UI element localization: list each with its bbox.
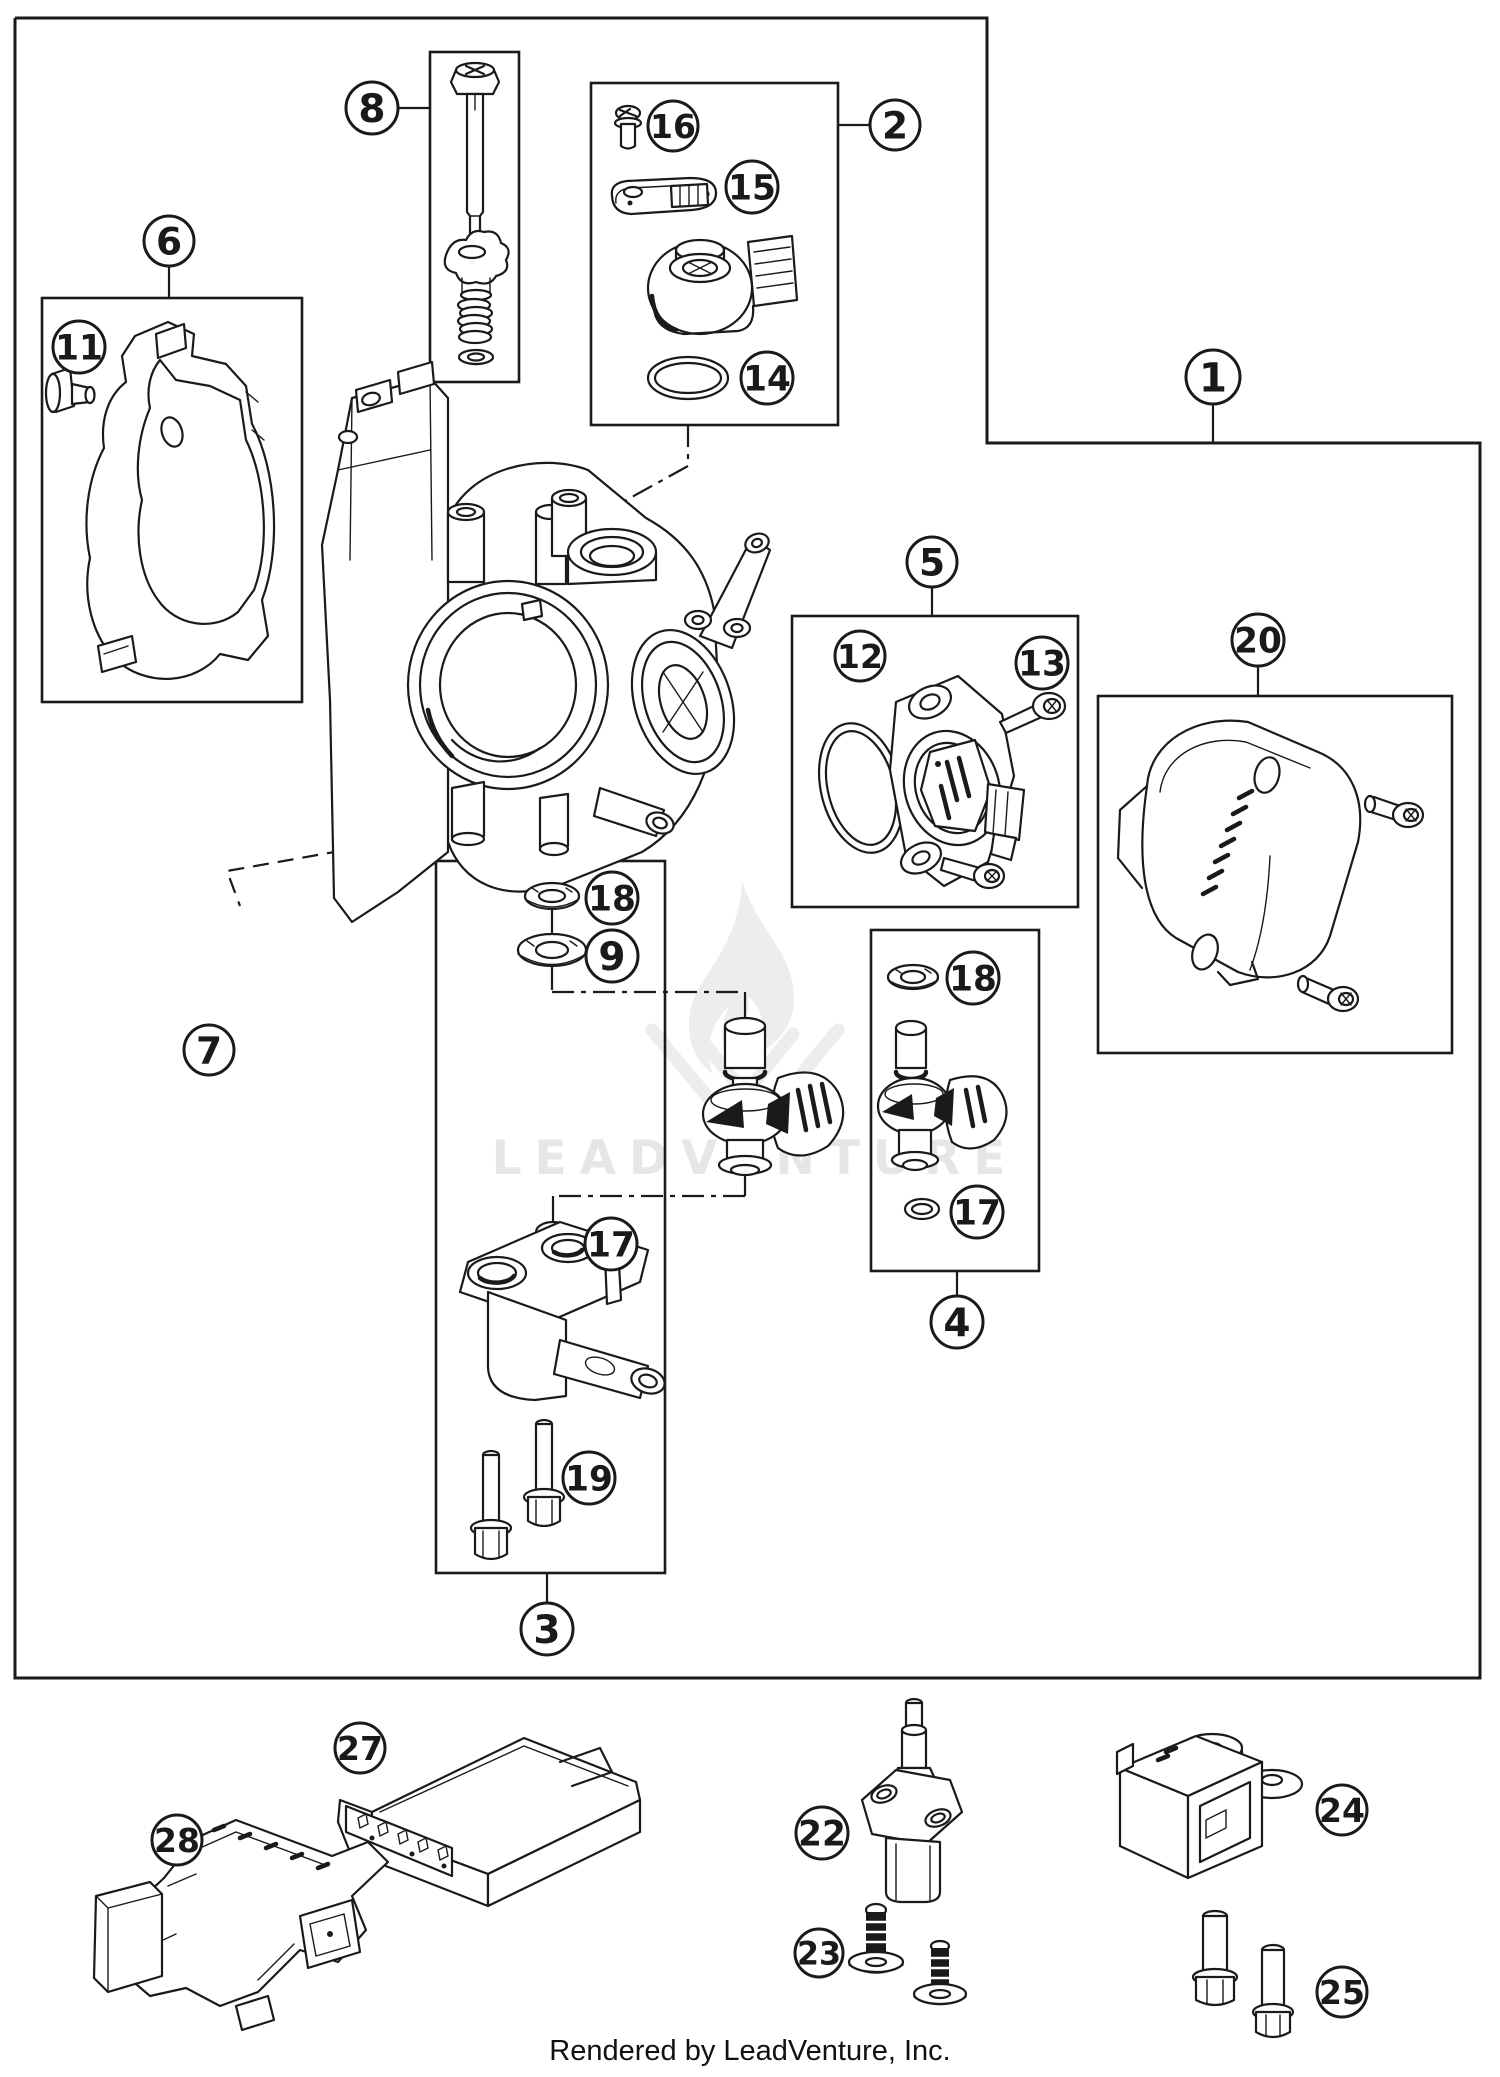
callout-number: 12	[837, 637, 883, 676]
throttle-body-art	[320, 360, 772, 924]
callout-25[interactable]: 25	[1315, 1965, 1369, 2019]
idle-screw-kit-art	[443, 61, 510, 366]
callout-number: 9	[598, 935, 625, 980]
callout-23[interactable]: 23	[793, 1927, 845, 1979]
throttle-sensor-kit-art	[610, 104, 799, 336]
callout-number: 25	[1319, 1973, 1365, 2012]
callout-number: 11	[55, 328, 103, 368]
callout-number: 4	[943, 1301, 970, 1346]
group-box-5	[790, 614, 1080, 909]
callout-9[interactable]: 9	[584, 928, 640, 984]
callout-number: 13	[1018, 644, 1066, 684]
callout-19[interactable]: 19	[561, 1450, 617, 1506]
fuel-injector-art	[701, 1016, 845, 1177]
callout-number: 28	[154, 1821, 200, 1860]
callout-number: 23	[797, 1936, 841, 1972]
callout-number: 27	[337, 1729, 383, 1768]
callout-number: 18	[588, 879, 636, 919]
callout-number: 17	[587, 1225, 635, 1265]
callout-28[interactable]: 28	[150, 1813, 204, 1867]
callout-13[interactable]: 13	[1014, 635, 1070, 691]
diagram-border	[13, 16, 1482, 1680]
outer-border	[13, 16, 1482, 1680]
ecu-art	[336, 1736, 642, 1908]
callout-number: 6	[156, 220, 182, 264]
tps-sensor-kit-art	[817, 674, 1067, 890]
callout-number: 24	[1319, 1791, 1365, 1830]
callout-4[interactable]: 4	[929, 1294, 985, 1350]
callout-number: 20	[1234, 621, 1282, 661]
ecu-bracket-art	[92, 1818, 390, 2032]
callout-number: 7	[196, 1029, 222, 1073]
group-box-4	[869, 928, 1041, 1273]
callout-number: 5	[919, 541, 945, 585]
callout-17[interactable]: 17	[949, 1184, 1005, 1240]
callout-17[interactable]: 17	[583, 1216, 639, 1272]
group-box-8	[428, 50, 521, 384]
callout-7[interactable]: 7	[182, 1023, 236, 1077]
group-box-2	[589, 81, 840, 427]
shaft-sensor-art	[860, 1697, 964, 1904]
callout-12[interactable]: 12	[833, 629, 887, 683]
callout-6[interactable]: 6	[142, 214, 196, 268]
o-ring-14-art	[646, 355, 730, 401]
callout-11[interactable]: 11	[51, 319, 107, 375]
injector-kit-art	[876, 963, 1008, 1221]
group-boxes	[40, 50, 1454, 1575]
callout-22[interactable]: 22	[794, 1805, 850, 1861]
flange-bolts-art	[1191, 1909, 1295, 2039]
callout-1[interactable]: 1	[1184, 348, 1242, 406]
callout-3[interactable]: 3	[519, 1601, 575, 1657]
callout-number: 19	[565, 1459, 613, 1499]
callout-number: 15	[728, 168, 776, 208]
callout-number: 17	[953, 1193, 1001, 1233]
callout-number: 18	[949, 959, 997, 999]
callout-15[interactable]: 15	[724, 159, 780, 215]
cable-bracket-art	[44, 320, 276, 680]
sensor-cover-kit-art	[1116, 719, 1425, 1013]
group-box-6	[40, 296, 304, 704]
callout-18[interactable]: 18	[945, 950, 1001, 1006]
callout-number: 2	[882, 104, 908, 148]
callout-number: 16	[650, 107, 696, 146]
group-box-20	[1096, 694, 1454, 1055]
purge-valve-kit-art	[458, 881, 666, 1561]
callout-5[interactable]: 5	[905, 535, 959, 589]
callout-number: 1	[1199, 354, 1227, 402]
callout-number: 14	[743, 359, 791, 399]
callout-number: 3	[533, 1608, 560, 1653]
callout-24[interactable]: 24	[1315, 1783, 1369, 1837]
callout-2[interactable]: 2	[868, 98, 922, 152]
callout-14[interactable]: 14	[739, 350, 795, 406]
callout-number: 22	[798, 1814, 846, 1854]
callout-27[interactable]: 27	[333, 1721, 387, 1775]
callout-16[interactable]: 16	[646, 99, 700, 153]
callout-20[interactable]: 20	[1230, 612, 1286, 668]
screw-washer-art	[847, 1902, 968, 2006]
footer-credit: Rendered by LeadVenture, Inc.	[549, 2035, 951, 2067]
callout-number: 8	[358, 87, 385, 132]
connector-housing-art	[1115, 1732, 1304, 1880]
callout-8[interactable]: 8	[344, 80, 400, 136]
callout-18[interactable]: 18	[584, 870, 640, 926]
